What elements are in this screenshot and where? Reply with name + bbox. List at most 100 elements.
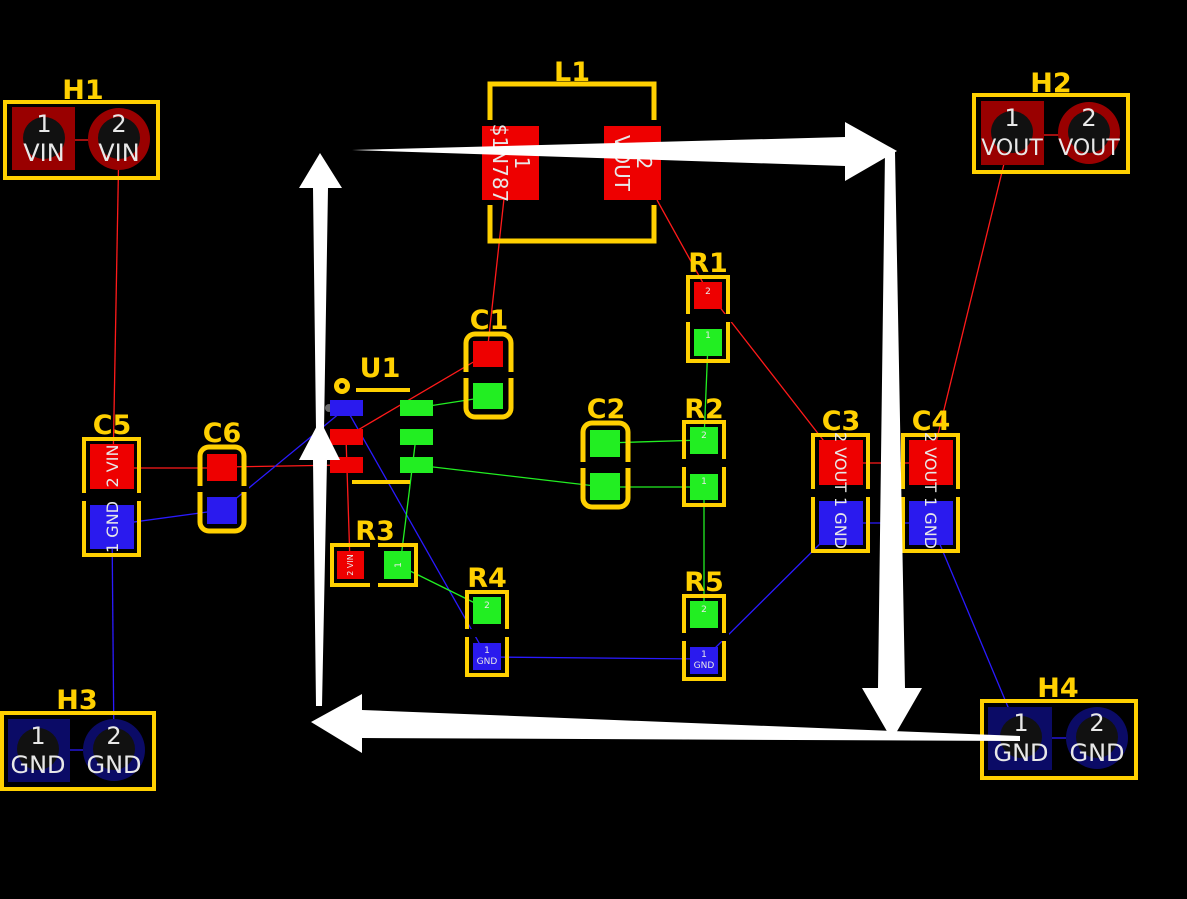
pad-1-number: 1 [484,646,490,656]
header-h1[interactable]: H1 1 VIN 2 VIN [3,75,160,180]
ref-label: R1 [688,248,728,279]
pad-1-number: 1 [36,110,51,138]
pad-2[interactable] [590,430,620,457]
ref-label: C3 [822,406,861,437]
pad-2-number: 2 [484,601,490,611]
pad-2-number: 2 [701,431,707,441]
pad-1-number: 1 [705,331,711,341]
pad-1-number: 1 [701,477,707,487]
pad-2[interactable] [690,427,718,454]
pin1-marker-dot [339,383,345,389]
pad-1-net: GND [993,739,1048,767]
capacitor-c4[interactable]: C4 2 VOUT 1 GND [898,406,963,553]
drill-hole [991,111,1033,153]
pin-1[interactable] [330,400,363,416]
arrow-left [311,694,1020,753]
pad-1-net: VIN [23,139,64,167]
pad-2-net: VOUT [1058,136,1120,161]
silkscreen-outline [3,100,160,180]
resistor-r3[interactable]: R3 2 VIN 1 [330,516,418,590]
pad-1[interactable] [482,126,539,200]
pad-1-number: 1 [510,157,534,170]
pin-5[interactable] [400,429,433,445]
pin-4[interactable] [400,457,433,473]
ref-label: R5 [684,567,724,598]
ic-u1[interactable]: U1 [325,353,433,484]
pad-2[interactable] [207,454,237,481]
silkscreen-outline [487,81,657,244]
pad-2[interactable] [473,597,501,624]
pad-1[interactable] [690,474,718,500]
resistor-r4[interactable]: R4 2 1 GND [462,563,512,677]
ref-label: R4 [467,563,507,594]
arrow-up-lower [299,420,340,706]
pad-1[interactable] [690,647,718,674]
pad-2[interactable] [819,440,863,485]
pad-2[interactable] [473,341,503,367]
capacitor-c6[interactable]: C6 [195,418,249,534]
pad-1-number: 1 [394,562,404,568]
capacitor-c2[interactable]: C2 [578,394,633,510]
ref-label: C4 [912,406,951,437]
pad-2-number: 2 [111,110,126,138]
pin-6[interactable] [400,400,433,416]
pad-2-net: GND [1069,739,1124,767]
pad-2-net: GND [86,751,141,779]
pad-2-label: 2 VOUT [831,432,850,492]
drill-hole [1000,716,1042,758]
arrow-up [299,153,342,430]
pad-1[interactable] [384,551,411,579]
pad-2[interactable] [337,551,364,579]
ref-label: R2 [684,394,724,425]
pad-1-net: $1N787 [488,124,512,203]
pad-2[interactable] [690,601,718,628]
arrow-right [352,122,897,181]
ref-label: C6 [203,418,242,449]
pad-1-number: 1 [1013,709,1028,737]
capacitor-c1[interactable]: C1 [461,305,516,420]
header-h2[interactable]: H2 1 VOUT 2 VOUT [972,68,1130,174]
drill-hole [93,728,135,770]
pad-2[interactable] [604,126,661,200]
capacitor-c5[interactable]: C5 2 VIN 1 GND [79,410,144,557]
ref-label: C2 [587,394,626,425]
drill-hole [98,117,140,159]
pad-1-label: 1 GND [831,497,850,549]
pad-1-number: 1 [701,650,707,660]
inductor-l1[interactable]: L1 1 $1N787 2 VOUT [482,57,661,244]
pad-1[interactable] [819,501,863,545]
pad-1-net: GND [10,751,65,779]
pad-2[interactable] [694,282,722,309]
pad-1[interactable] [473,383,503,409]
drill-hole [17,728,59,770]
pad-2-number: 2 [106,722,121,750]
pad-1-net: GND [694,661,715,671]
pad-1[interactable] [473,643,501,670]
pad-2-label: 2 VIN [103,445,122,488]
pin-3[interactable] [330,457,363,473]
resistor-r2[interactable]: R2 2 1 [679,394,729,507]
drill-hole [23,117,65,159]
resistor-r1[interactable]: R1 2 1 [683,248,733,363]
pad-2-net: VIN [98,139,139,167]
pad-1[interactable] [207,497,237,524]
pad-2[interactable] [90,444,134,489]
pad-2[interactable] [909,440,953,485]
capacitor-c3[interactable]: C3 2 VOUT 1 GND [808,406,873,553]
resistor-r5[interactable]: R5 2 1 GND [679,567,729,681]
pad-1[interactable] [909,501,953,545]
pad-1[interactable] [90,505,134,549]
pad-1-number: 1 [30,722,45,750]
pad-1[interactable] [694,329,722,356]
pad-1[interactable] [590,473,620,500]
pad-2-number: 2 [1081,104,1096,132]
pad-1-label: 1 GND [103,501,122,553]
ref-label: C5 [93,410,132,441]
drill-hole [1076,716,1118,758]
header-h3[interactable]: H3 1 GND 2 GND [0,685,156,791]
pin-2[interactable] [330,429,363,445]
pad-2-number: 2 [701,605,707,615]
pad-1-number: 1 [1004,104,1019,132]
pad-1-net: VOUT [981,136,1043,161]
